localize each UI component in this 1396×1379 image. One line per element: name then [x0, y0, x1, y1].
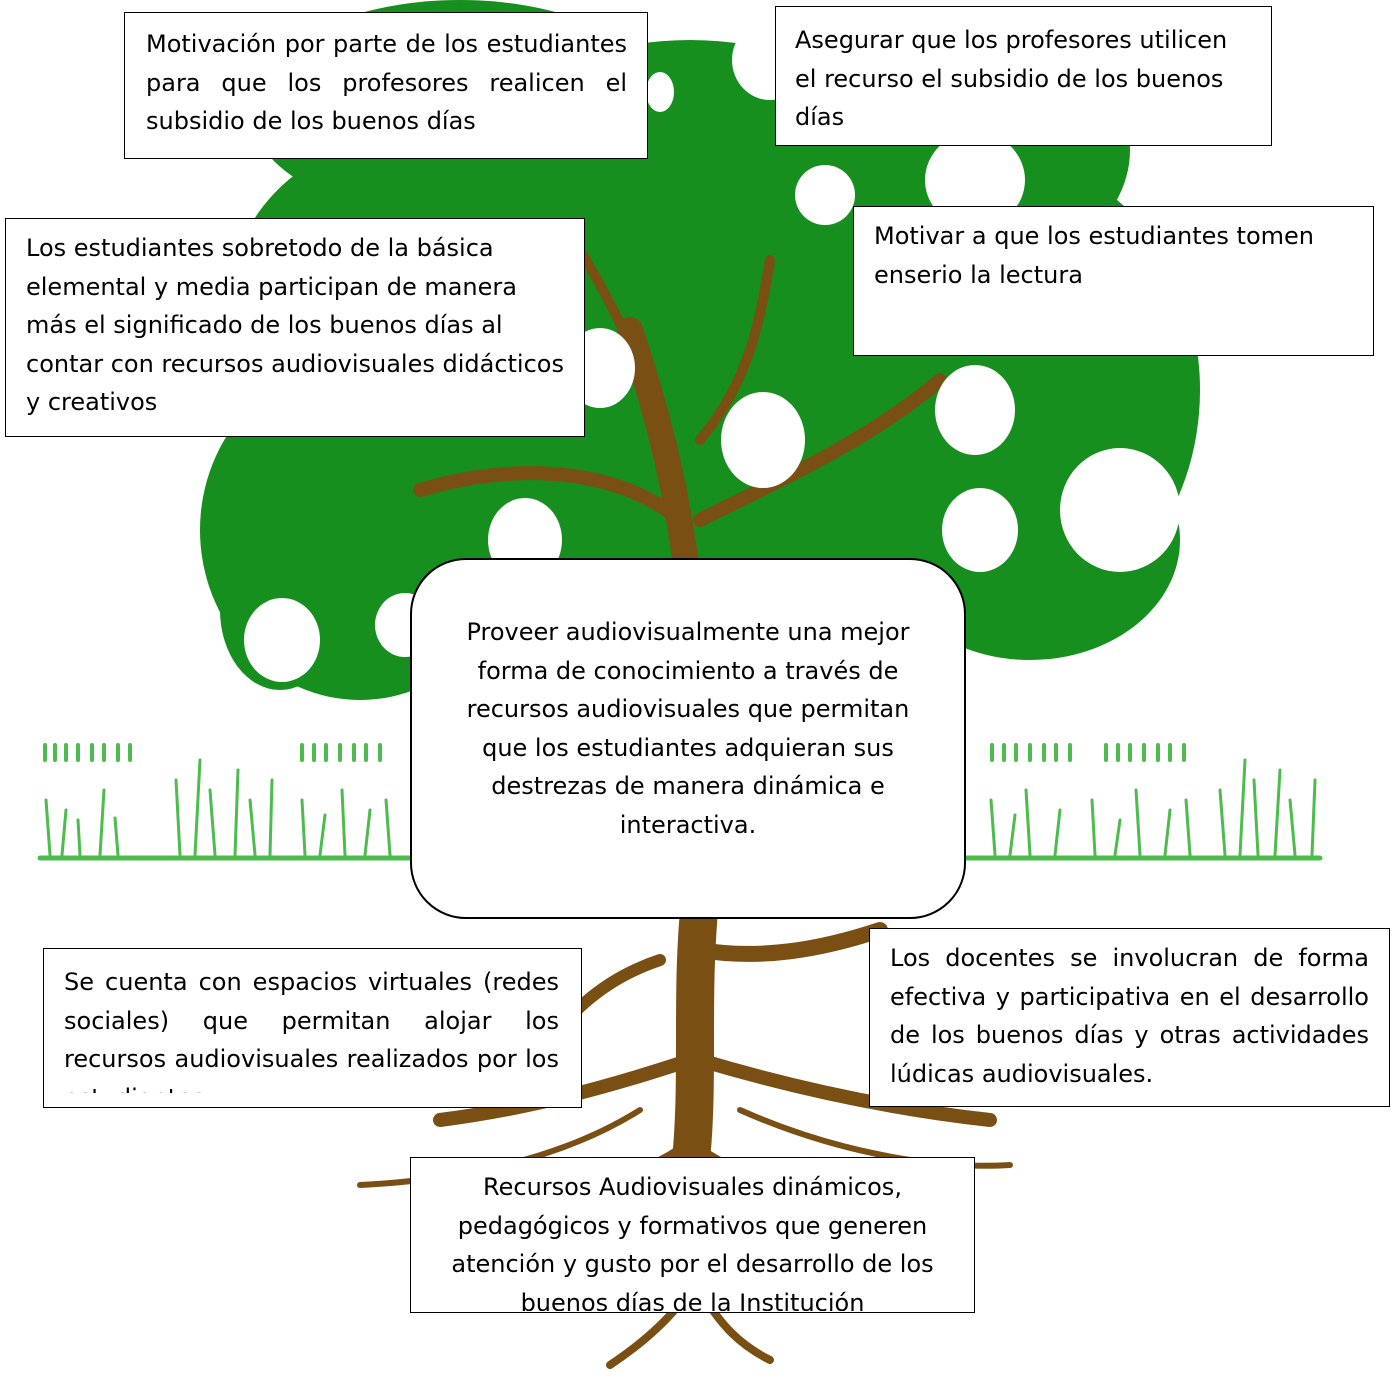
- tree-branches: [413, 245, 947, 613]
- root-left-box: Se cuenta con espacios virtuales (redes …: [43, 948, 582, 1108]
- center-text: Proveer audiovisualmente una mejor forma…: [466, 618, 910, 839]
- top-right-text: Asegurar que los profesores utilicen el …: [795, 26, 1228, 131]
- top-right-box: Asegurar que los profesores utilicen el …: [775, 6, 1272, 146]
- bottom-box: Recursos Audiovisuales dinámicos, pedagó…: [410, 1157, 975, 1313]
- mid-left-text: Los estudiantes sobretodo de la básica e…: [26, 234, 564, 416]
- mid-left-box: Los estudiantes sobretodo de la básica e…: [5, 218, 585, 437]
- mid-right-text: Motivar a que los estudiantes tomen ense…: [874, 222, 1315, 289]
- bottom-text: Recursos Audiovisuales dinámicos, pedagó…: [451, 1173, 934, 1311]
- root-right-text: Los docentes se involucran de forma efec…: [890, 944, 1369, 1088]
- root-right-box: Los docentes se involucran de forma efec…: [869, 928, 1390, 1107]
- root-left-text: Se cuenta con espacios virtuales (redes …: [64, 968, 559, 1093]
- top-left-box: Motivación por parte de los estudiantes …: [124, 12, 648, 159]
- mid-right-box: Motivar a que los estudiantes tomen ense…: [853, 206, 1374, 356]
- top-left-text: Motivación por parte de los estudiantes …: [146, 30, 627, 135]
- center-box: Proveer audiovisualmente una mejor forma…: [410, 558, 966, 919]
- foliage-holes: [244, 20, 1180, 682]
